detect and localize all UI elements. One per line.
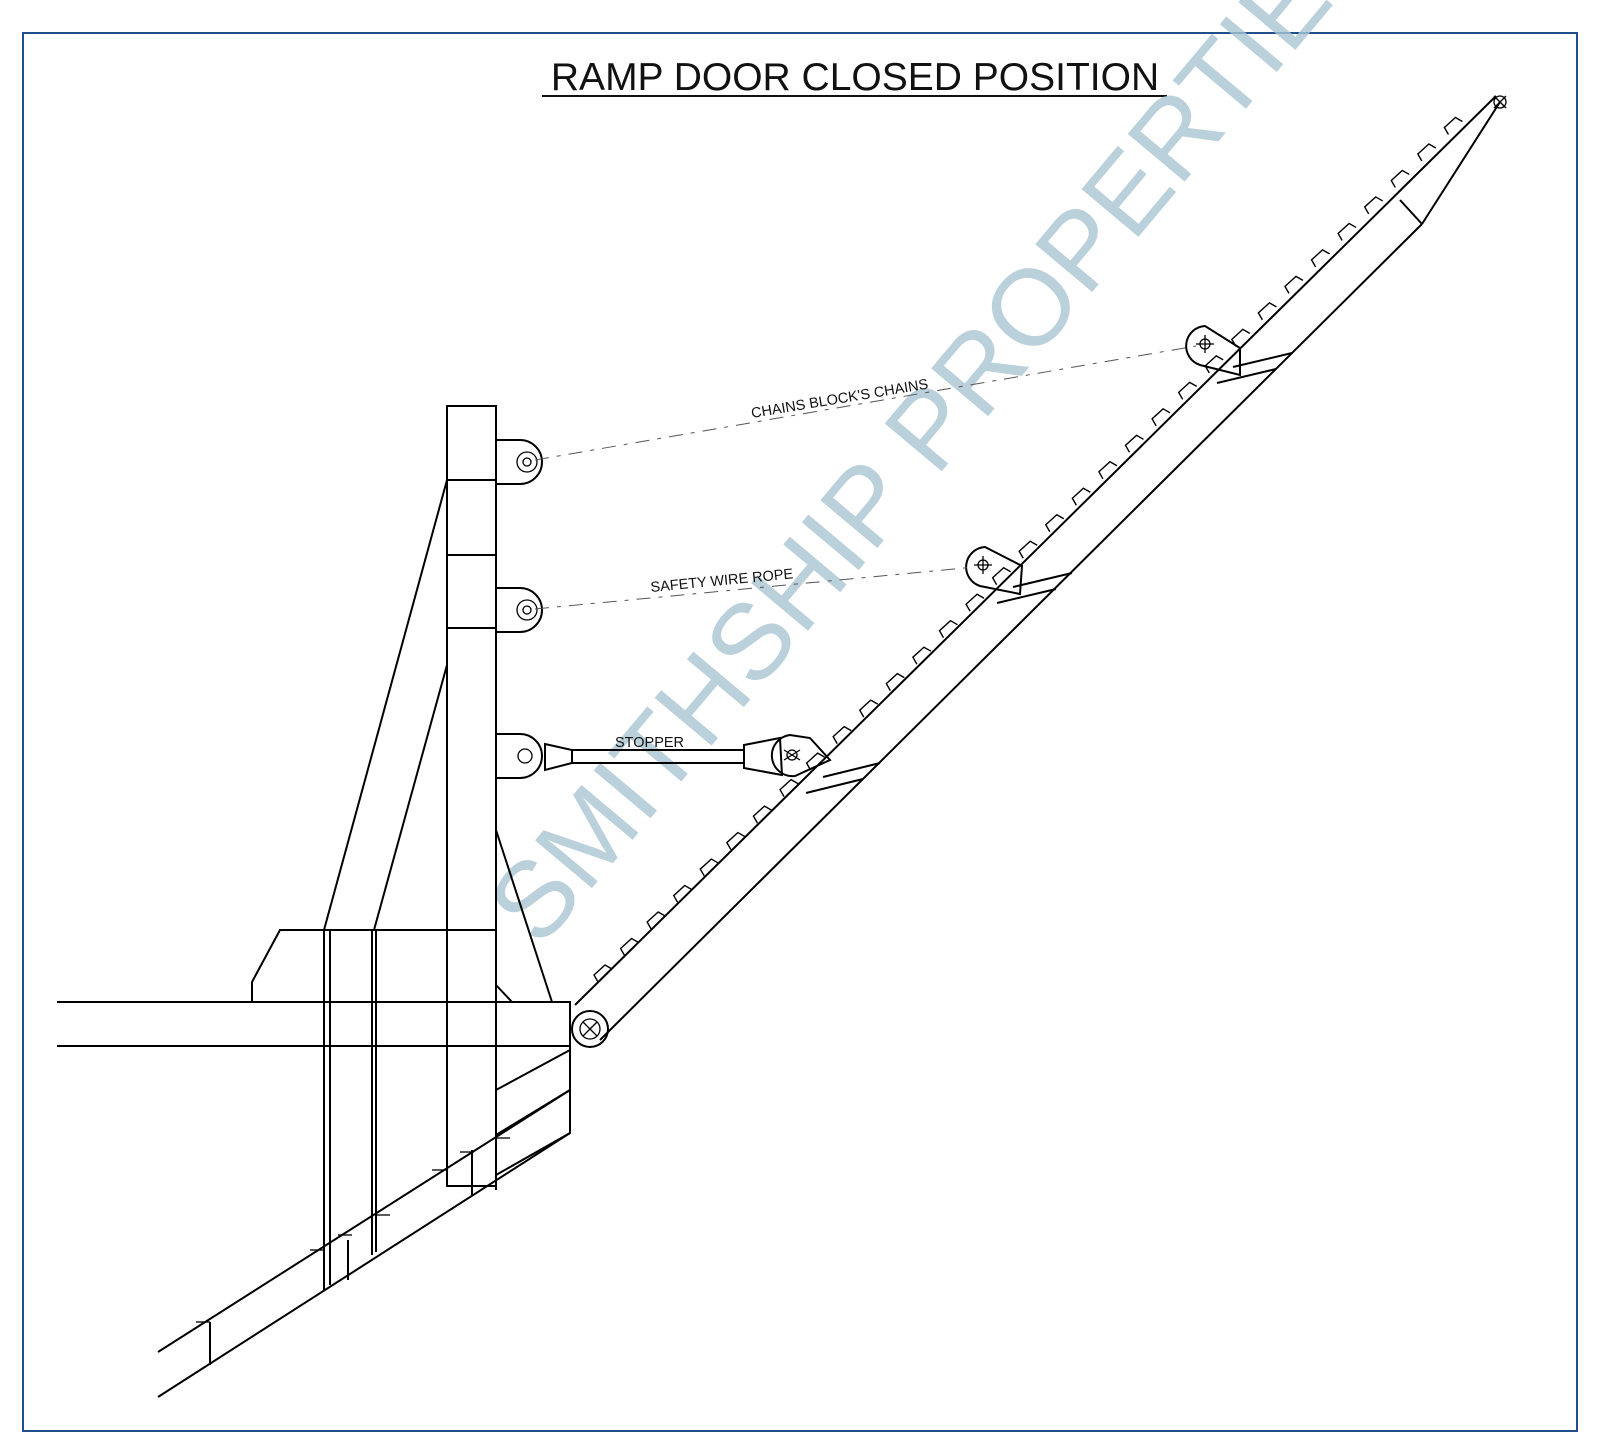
ramp-padeye-middle [965, 545, 1024, 596]
ramp-cleat [1044, 513, 1065, 533]
ramp-cleat [1177, 381, 1198, 400]
ramp-padeye-upper [1185, 324, 1241, 377]
stopper-label: STOPPER [615, 735, 684, 751]
ramp-cleat [1443, 116, 1463, 135]
watermark: SMITHSHIP PROPERTIES [465, 0, 1400, 965]
ramp-cleat [858, 699, 879, 718]
ramp-cleat [1284, 275, 1304, 294]
ramp-cleat [1310, 249, 1330, 268]
ramp-cleat [1363, 196, 1384, 215]
ramp-cleat [805, 752, 825, 771]
ramp-cleat [619, 937, 639, 956]
ramp-teeth [593, 116, 1463, 983]
ramp-cleat [1416, 143, 1437, 162]
ramp-tip [1493, 95, 1507, 109]
sloped-hull [157, 1089, 571, 1398]
ramp-cleat [1071, 487, 1091, 506]
ramp-cleat [593, 964, 613, 983]
ramp-cleat [1018, 540, 1038, 559]
chains-line [534, 345, 1197, 461]
deck-housing [251, 929, 496, 1002]
padeye-upper [496, 439, 543, 485]
ramp-door [574, 95, 1501, 1041]
ramp-cleat [1230, 328, 1251, 347]
padeye-middle [496, 587, 543, 633]
drawing-sheet [22, 32, 1578, 1432]
ramp-cleat [991, 566, 1011, 586]
ramp-cleat [1098, 460, 1118, 480]
ramp-cleat [1337, 222, 1357, 241]
ramp-cleat [646, 911, 666, 930]
ramp-cleat [1124, 434, 1144, 453]
ramp-cleat [1390, 169, 1410, 188]
drawing-title: RAMP DOOR CLOSED POSITION [551, 56, 1159, 99]
ramp-cleat [1257, 302, 1277, 321]
ramp-cleat [752, 805, 772, 824]
ramp-cleat [672, 884, 693, 903]
ramp-cleat [938, 619, 958, 639]
deck [57, 1001, 570, 1047]
braces [323, 479, 553, 1003]
ramp-cleat [965, 593, 985, 612]
ramp-cleat [1204, 354, 1224, 374]
ramp-cleat [885, 672, 905, 692]
ramp-cleat [699, 858, 719, 877]
frame-verticals [323, 930, 377, 1290]
ramp-hinge [571, 1010, 609, 1048]
main-post [446, 405, 497, 1187]
ramp-cleat [912, 646, 932, 665]
ramp-cleat [1151, 407, 1171, 427]
ramp-cleat [779, 778, 799, 797]
padeye-lower [496, 733, 543, 779]
ramp-cleat [725, 831, 746, 850]
stopper [544, 736, 784, 777]
safety-wire-line [534, 566, 976, 610]
ramp-cleat [832, 725, 852, 744]
